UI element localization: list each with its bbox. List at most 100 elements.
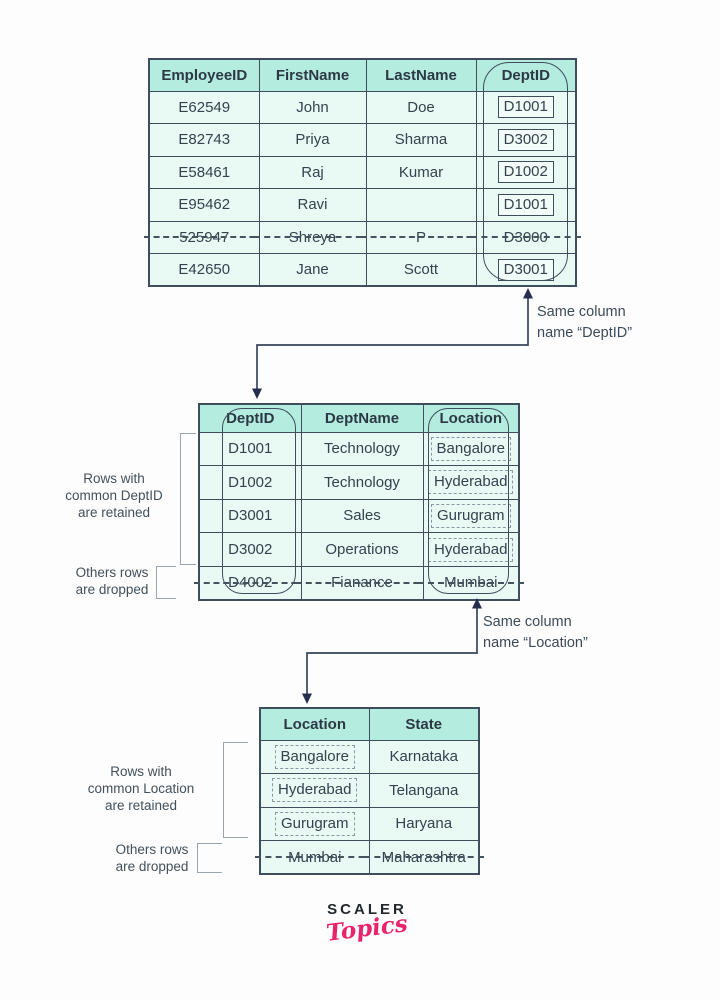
table-cell: 525947: [144, 220, 265, 254]
table-cell: Operations: [300, 532, 424, 567]
column-header: DeptName: [300, 403, 424, 433]
column-header: DeptID: [475, 58, 577, 92]
highlighted-value: Gurugram: [430, 503, 511, 528]
table-cell: [365, 188, 477, 222]
table-cell: Technology: [300, 465, 424, 500]
location-retained-bracket: [223, 742, 248, 838]
arrowhead-up-icon: [523, 288, 533, 299]
table-cell: Sharma: [365, 123, 477, 157]
location-dropped-bracket: [197, 843, 222, 873]
dept-dropped-note: Others rows are dropped: [75, 565, 149, 597]
table-cell: Gurugram: [422, 498, 520, 534]
column-header: FirstName: [258, 58, 367, 92]
table-cell: Raj: [258, 155, 367, 189]
table-cell: E82743: [148, 123, 260, 157]
table-cell: D1001: [475, 90, 577, 124]
highlighted-value: Hyderabad: [428, 470, 514, 495]
highlighted-value: Bangalore: [274, 744, 355, 769]
table-cell: E95462: [148, 188, 260, 222]
table-cell: D3001: [475, 253, 577, 287]
table-cell: Haryana: [368, 806, 480, 841]
table-cell: Kumar: [365, 155, 477, 189]
highlighted-value: D1001: [497, 193, 554, 216]
table-cell: Shreya: [254, 220, 372, 254]
column-header: EmployeeID: [148, 58, 260, 92]
table-cell: Bangalore: [259, 739, 370, 774]
table-cell: Priya: [258, 123, 367, 157]
table-cell: P: [361, 220, 482, 254]
table-cell: Hyderabad: [422, 465, 520, 500]
table-cell: John: [258, 90, 367, 124]
table-cell: E42650: [148, 253, 260, 287]
table-row: Bangalore Karnataka: [259, 739, 480, 774]
column-header: State: [368, 707, 480, 741]
table-cell: D3001: [198, 498, 302, 534]
table-cell: D3002: [198, 532, 302, 567]
highlighted-value: Gurugram: [274, 811, 355, 836]
table-cell: D4002: [194, 565, 307, 601]
table-cell: Mumbai: [418, 565, 525, 601]
table-cell: D1001: [198, 431, 302, 467]
table-cell: Sales: [300, 498, 424, 534]
column-header: Location: [259, 707, 370, 741]
table-cell: Telangana: [368, 773, 480, 808]
table-cell: E62549: [148, 90, 260, 124]
table-cell: D1001: [475, 188, 577, 222]
arrowhead-down-icon: [302, 693, 312, 704]
table-cell: D3000: [471, 220, 582, 254]
table-cell: Ravi: [258, 188, 367, 222]
highlighted-value: D3002: [497, 128, 554, 151]
location-dropped-note: Others rows are dropped: [115, 842, 189, 874]
table-cell: Scott: [365, 253, 477, 287]
column-header: Location: [422, 403, 520, 433]
table-cell: Jane: [258, 253, 367, 287]
table-cell: Hyderabad: [422, 532, 520, 567]
arrow-deptid-join: [252, 288, 533, 399]
logo-brand-text: SCALER: [327, 901, 407, 918]
highlighted-value: Hyderabad: [428, 537, 514, 562]
location-retained-note: Rows with common Location are retained: [87, 764, 195, 813]
highlighted-value: D1002: [497, 161, 554, 184]
table-cell: Doe: [365, 90, 477, 124]
table-cell: Gurugram: [259, 806, 370, 841]
arrow-location-join: [302, 598, 482, 704]
table-row: Hyderabad Telangana: [259, 773, 480, 808]
dept-dropped-bracket: [156, 566, 176, 599]
arrowhead-down-icon: [252, 388, 262, 399]
dept-retained-note: Rows with common DeptID are retained: [65, 471, 163, 520]
table-cell: Maharashtra: [364, 840, 485, 875]
table-cell: E58461: [148, 155, 260, 189]
highlighted-value: D1001: [497, 96, 554, 119]
table-cell: D3002: [475, 123, 577, 157]
deptid-join-callout: Same column name “DeptID”: [537, 304, 633, 341]
table-cell: Karnataka: [368, 739, 480, 774]
table-cell: Mumbai: [255, 840, 375, 875]
highlighted-value: Hyderabad: [272, 778, 358, 803]
table-cell: Hyderabad: [259, 773, 370, 808]
highlighted-value: Bangalore: [430, 436, 511, 461]
column-header: DeptID: [198, 403, 302, 433]
table-cell: D1002: [198, 465, 302, 500]
table-cell: Fianance: [296, 565, 429, 601]
table-cell: D1002: [475, 155, 577, 189]
dept-retained-bracket: [180, 433, 196, 565]
table-cell: Technology: [300, 431, 424, 467]
highlighted-value: D3001: [497, 258, 554, 281]
